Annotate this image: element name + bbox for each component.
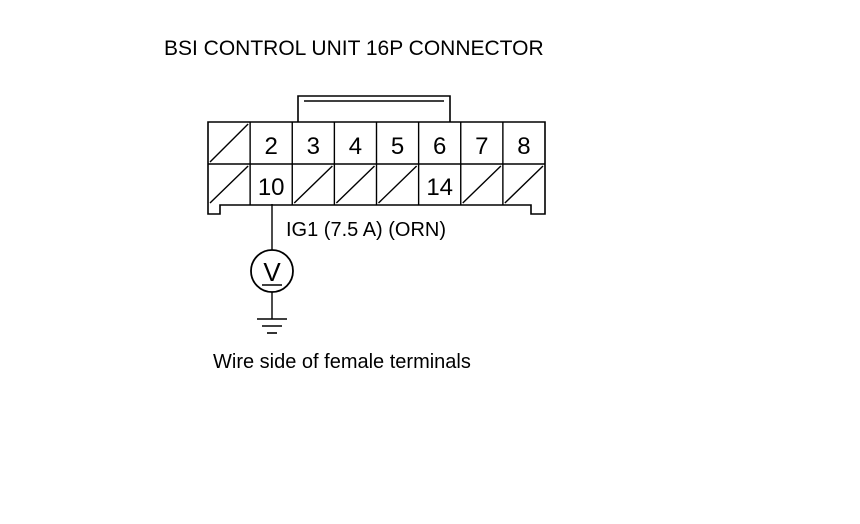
pin-label: 5 (391, 133, 404, 160)
pin-label: 10 (258, 174, 285, 201)
pin-label: 14 (426, 174, 453, 201)
unused-cavity-slash (209, 123, 249, 163)
pin-label: 7 (475, 133, 488, 160)
unused-cavity-slash (209, 165, 249, 204)
voltmeter-symbol: V (263, 257, 281, 287)
caption: Wire side of female terminals (213, 351, 471, 373)
ground-icon (257, 318, 287, 334)
voltmeter-icon: V (250, 249, 294, 293)
pin-label: 4 (349, 133, 362, 160)
wire-label: IG1 (7.5 A) (ORN) (286, 219, 446, 241)
unused-cavity-slash (462, 165, 502, 204)
connector-lock-tab (297, 95, 451, 122)
unused-cavity-slash (378, 165, 418, 204)
unused-cavity-slash (504, 165, 544, 204)
unused-cavity-slash (335, 165, 375, 204)
pin-label: 6 (433, 133, 446, 160)
connector-housing (207, 121, 546, 215)
pin-label: 2 (265, 133, 278, 160)
pin-label: 3 (307, 133, 320, 160)
unused-cavity-slash (293, 165, 333, 204)
pin-label: 8 (517, 133, 530, 160)
connector-cells: 2 3 4 5 6 7 8 10 14 (208, 122, 545, 205)
diagram-title: BSI CONTROL UNIT 16P CONNECTOR (164, 37, 544, 60)
